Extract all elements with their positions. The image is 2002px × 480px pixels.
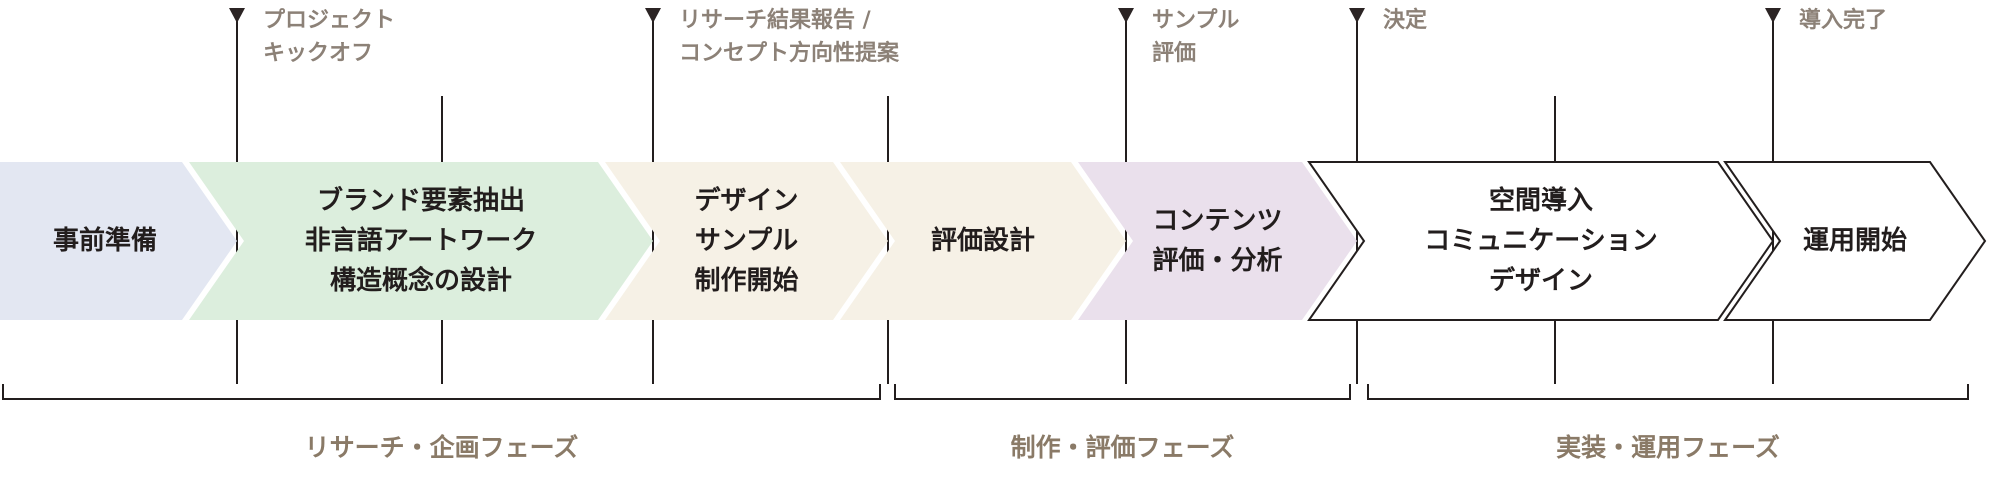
phase-label-research: リサーチ・企画フェーズ (304, 433, 579, 462)
milestone-label-research-report: リサーチ結果報告 / コンセプト方向性提案 (679, 8, 900, 66)
step-label-content-evaluation: コンテンツ 評価・分析 (1152, 205, 1283, 276)
milestone-marker-icon (1349, 8, 1365, 23)
milestone-marker-icon (1765, 8, 1781, 23)
step-shape-preparation (0, 162, 237, 320)
phase-bracket-production (894, 384, 1351, 400)
step-label-evaluation-design: 評価設計 (930, 225, 1035, 256)
step-shape-brand-design (189, 162, 653, 320)
phase-label-implementation: 実装・運用フェーズ (1556, 433, 1780, 462)
step-label-operation-start: 運用開始 (1802, 225, 1907, 256)
milestone-marker-icon (1118, 8, 1134, 23)
milestone-marker-icon (229, 8, 245, 23)
step-shape-content-evaluation (1078, 162, 1357, 320)
phase-bracket-implementation (1367, 384, 1969, 400)
step-label-sample-production: デザイン サンプル 制作開始 (694, 185, 799, 297)
step-shape-spatial-implementation (1307, 161, 1775, 321)
step-shape-evaluation-design (840, 162, 1126, 320)
phase-label-production: 制作・評価フェーズ (1010, 433, 1235, 462)
milestone-label-launch-complete: 導入完了 (1799, 8, 1888, 33)
step-label-preparation: 事前準備 (52, 225, 157, 256)
step-label-spatial-implementation: 空間導入 コミュニケーション デザイン (1424, 185, 1658, 297)
step-label-brand-design: ブランド要素抽出 非言語アートワーク 構造概念の設計 (304, 185, 538, 297)
step-shape-operation-start (1723, 161, 1987, 321)
step-shape-sample-production (605, 162, 888, 320)
phase-bracket-research (2, 384, 881, 400)
milestone-label-sample-evaluation: サンプル 評価 (1152, 8, 1240, 66)
milestone-label-kickoff: プロジェクト キックオフ (263, 8, 396, 66)
milestone-label-decision: 決定 (1383, 8, 1428, 33)
milestone-marker-icon (645, 8, 661, 23)
